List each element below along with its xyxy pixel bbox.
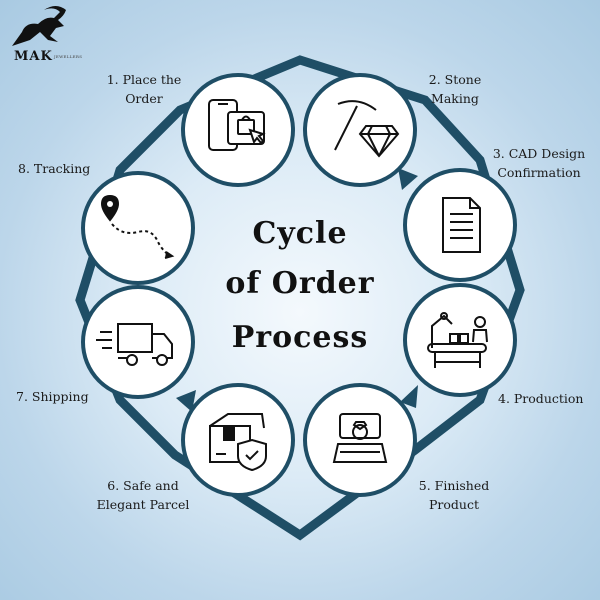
step-node-2 bbox=[303, 73, 417, 187]
step-node-4 bbox=[403, 283, 517, 397]
step-label-6-line2: Elegant Parcel bbox=[96, 497, 190, 512]
step-node-1 bbox=[181, 73, 295, 187]
document-icon bbox=[442, 197, 481, 253]
ibex-logo-icon bbox=[12, 6, 66, 46]
step-label-3-line2: Confirmation bbox=[497, 165, 581, 180]
step-label-2-line2: Making bbox=[431, 91, 479, 106]
step-label-7-line1: 7. Shipping bbox=[16, 389, 89, 404]
step-label-2: 2. Stone Making bbox=[420, 70, 490, 108]
factory-robot-icon bbox=[427, 312, 488, 368]
arrow-4-to-5 bbox=[400, 385, 418, 408]
step-node-8 bbox=[81, 171, 195, 285]
pickaxe-diamond-icon bbox=[334, 100, 400, 158]
step-label-8-line1: 8. Tracking bbox=[18, 161, 91, 176]
step-node-6 bbox=[181, 383, 295, 497]
step-label-4-line1: 4. Production bbox=[498, 391, 584, 406]
title-line-1: Cycle bbox=[252, 216, 348, 251]
step-label-1: 1. Place the Order bbox=[104, 70, 184, 108]
ring-box-icon bbox=[332, 413, 388, 463]
step-label-2-line1: 2. Stone bbox=[428, 72, 482, 87]
step-node-5 bbox=[303, 383, 417, 497]
step-label-6-line1: 6. Safe and bbox=[107, 478, 179, 493]
step-label-6: 6. Safe and Elegant Parcel bbox=[92, 476, 194, 514]
logo-brand-text: MAK bbox=[14, 49, 53, 64]
step-label-7: 7. Shipping bbox=[16, 387, 89, 406]
step-label-1-line2: Order bbox=[125, 91, 163, 106]
delivery-truck-icon bbox=[96, 323, 173, 366]
step-label-3-line1: 3. CAD Design bbox=[492, 146, 586, 161]
step-label-1-line1: 1. Place the bbox=[106, 72, 182, 87]
route-pin-icon bbox=[100, 194, 175, 259]
arrow-6-to-7 bbox=[176, 390, 196, 412]
step-label-3: 3. CAD Design Confirmation bbox=[484, 144, 594, 182]
shopping-phone-icon bbox=[208, 99, 266, 151]
step-label-5-line2: Product bbox=[429, 497, 479, 512]
arrow-2-to-3 bbox=[398, 168, 418, 190]
title-line-2: of Order bbox=[225, 266, 375, 301]
step-node-3 bbox=[403, 168, 517, 282]
logo-sub-text: JEWELLERS bbox=[54, 54, 83, 59]
parcel-shield-icon bbox=[209, 413, 267, 472]
step-label-8: 8. Tracking bbox=[18, 159, 90, 178]
title-line-3: Process bbox=[231, 320, 369, 355]
cycle-connector-ring bbox=[75, 55, 525, 541]
step-node-7 bbox=[81, 285, 195, 399]
step-label-5-line1: 5. Finished bbox=[418, 478, 490, 493]
step-label-4: 4. Production bbox=[498, 389, 583, 408]
brand-logo: MAK JEWELLERS bbox=[4, 2, 100, 66]
step-label-5: 5. Finished Product bbox=[418, 476, 490, 514]
